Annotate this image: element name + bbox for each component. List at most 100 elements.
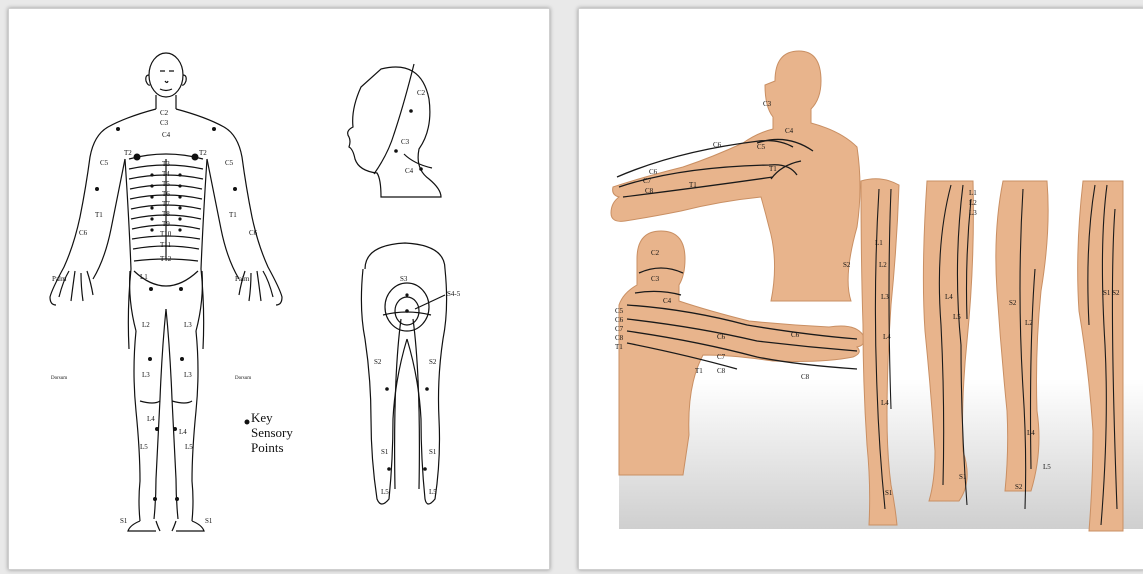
label: Dorsum <box>235 376 251 381</box>
label: C5 <box>615 307 624 315</box>
label: C5 <box>100 159 109 167</box>
label: L4 <box>881 399 889 407</box>
front-figure-labels: C2 C3 C4 T2 T2 T3 T4 T5 T6 T7 T8 T9 T10 … <box>51 109 258 525</box>
label: C6 <box>649 168 658 176</box>
label: L1 <box>875 239 883 247</box>
label: T12 <box>160 255 172 263</box>
label: T1 <box>769 165 777 173</box>
legend-line: Sensory <box>251 425 293 440</box>
label: L3 <box>184 371 192 379</box>
label: T5 <box>162 180 170 188</box>
label: C6 <box>615 316 624 324</box>
label: T4 <box>162 170 170 178</box>
label: C6 <box>791 331 800 339</box>
label: L3 <box>969 209 977 217</box>
label: S1 <box>959 473 967 481</box>
label: C6 <box>713 141 722 149</box>
label: C8 <box>801 373 810 381</box>
label: L4 <box>1027 429 1035 437</box>
label: C7 <box>643 177 652 185</box>
label: T3 <box>162 160 170 168</box>
key-sensory-points-legend: Key Sensory Points <box>251 410 293 455</box>
posterior-sensory-points <box>385 293 429 470</box>
label: C8 <box>645 187 654 195</box>
label: L3 <box>142 371 150 379</box>
label: C4 <box>162 131 171 139</box>
label: C3 <box>763 100 772 108</box>
label: C8 <box>717 367 726 375</box>
label: S2 <box>429 358 437 366</box>
dermatome-color-illustration-panel: C3 C4 C5 C6 C6 C7 C8 T1 T1 C2 C3 <box>578 8 1143 570</box>
label: L4 <box>945 293 953 301</box>
label: C2 <box>417 89 426 97</box>
label: C5 <box>225 159 234 167</box>
label: T10 <box>160 230 172 238</box>
label: L5 <box>185 443 193 451</box>
label: C4 <box>663 297 672 305</box>
label: S1 <box>120 517 128 525</box>
label: T1 <box>689 181 697 189</box>
label: L4 <box>179 428 187 436</box>
label: T1 <box>95 211 103 219</box>
label: T8 <box>162 210 170 218</box>
label: C3 <box>651 275 660 283</box>
key-sensory-points <box>95 127 250 501</box>
label: T1 <box>615 343 623 351</box>
label: S2 <box>374 358 382 366</box>
label: L2 <box>879 261 887 269</box>
label: T11 <box>160 241 172 249</box>
label: S1 S2 <box>1103 289 1120 297</box>
label: S2 <box>843 261 851 269</box>
label: C4 <box>785 127 794 135</box>
label: Dorsum <box>51 376 67 381</box>
label: T9 <box>162 220 170 228</box>
label: L4 <box>147 415 155 423</box>
dermatome-color-illustration: C3 C4 C5 C6 C6 C7 C8 T1 T1 C2 C3 <box>579 9 1143 569</box>
dermatome-line-art: C2 C3 C4 T2 T2 T3 T4 T5 T6 T7 T8 T9 T10 … <box>9 9 549 569</box>
label: L5 <box>953 313 961 321</box>
label: C6 <box>249 229 258 237</box>
label: S1 <box>429 448 437 456</box>
label: L1 <box>969 189 977 197</box>
label: C8 <box>615 334 624 342</box>
label: T7 <box>162 200 170 208</box>
label: L1 <box>140 273 148 281</box>
label: T6 <box>162 190 170 198</box>
label: C5 <box>757 143 766 151</box>
head-labels: C2 C3 C4 <box>401 89 426 175</box>
label: S2 <box>1009 299 1017 307</box>
label: Palm <box>235 275 250 283</box>
label: L3 <box>184 321 192 329</box>
label: C3 <box>401 138 410 146</box>
label: L2 <box>969 199 977 207</box>
label: S1 <box>885 489 893 497</box>
label: L3 <box>881 293 889 301</box>
label: L4 <box>883 333 891 341</box>
key-legend-dot <box>245 420 250 425</box>
label: S1 <box>205 517 213 525</box>
label: T1 <box>229 211 237 219</box>
dermatome-line-art-panel: C2 C3 C4 T2 T2 T3 T4 T5 T6 T7 T8 T9 T10 … <box>8 8 550 570</box>
label: S3 <box>400 275 408 283</box>
label: Palm <box>52 275 67 283</box>
label: C7 <box>717 353 726 361</box>
label: L5 <box>381 488 389 496</box>
label: C2 <box>651 249 660 257</box>
label: C3 <box>160 119 169 127</box>
label: L5 <box>429 488 437 496</box>
label: L5 <box>140 443 148 451</box>
label: C6 <box>79 229 88 237</box>
legend-line: Key <box>251 410 293 425</box>
label: C2 <box>160 109 169 117</box>
label: S1 <box>381 448 389 456</box>
label: L2 <box>1025 319 1033 327</box>
label: C4 <box>405 167 414 175</box>
label: C7 <box>615 325 624 333</box>
label: T2 <box>199 149 207 157</box>
label: T2 <box>124 149 132 157</box>
label: L5 <box>1043 463 1051 471</box>
head-side-view <box>348 64 441 197</box>
label: C6 <box>717 333 726 341</box>
label: T1 <box>695 367 703 375</box>
label: S4-5 <box>447 290 461 298</box>
